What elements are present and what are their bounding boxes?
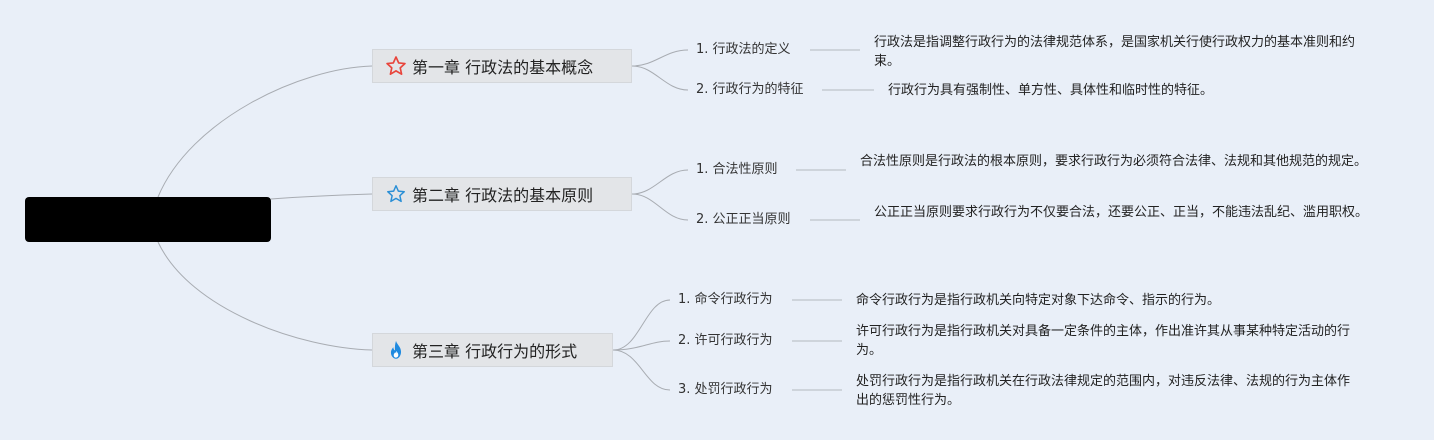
- chapter-title: 第二章 行政法的基本原则: [412, 186, 594, 205]
- description-3-1: 命令行政行为是指行政机关向特定对象下达命令、指示的行为。: [856, 293, 1221, 308]
- link-ch1-sub1: [631, 49, 689, 67]
- description-2-1: 合法性原则是行政法的根本原则，要求行政行为必须符合法律、法规和其他规范的规定。: [860, 154, 1368, 169]
- link-ch2-sub2: [631, 193, 689, 221]
- description-3-2: 许可行政行为是指行政机关对具备一定条件的主体，作出准许其从事某种特定活动的行为。: [856, 324, 1351, 358]
- description-1-1: 行政法是指调整行政行为的法律规范体系，是国家机关行使行政权力的基本准则和约束。: [874, 35, 1356, 69]
- link-root-ch2: [270, 193, 373, 200]
- flame-icon: [390, 340, 402, 359]
- star-outline-icon: [386, 56, 406, 75]
- root-node[interactable]: [25, 197, 271, 242]
- star-outline-icon: [387, 185, 405, 203]
- link-root-ch3: [157, 241, 373, 351]
- sub-topic-3-3[interactable]: 3. 处罚行政行为: [678, 382, 773, 397]
- link-ch3-sub3: [612, 349, 671, 391]
- sub-topic-1-1[interactable]: 1. 行政法的定义: [696, 42, 791, 57]
- description-1-2: 行政行为具有强制性、单方性、具体性和临时性的特征。: [888, 83, 1214, 98]
- chapter-node-3[interactable]: 第三章 行政行为的形式: [372, 333, 613, 367]
- sub-topic-1-2[interactable]: 2. 行政行为的特征: [696, 82, 804, 97]
- chapter-title: 第三章 行政行为的形式: [412, 342, 578, 361]
- description-3-3: 处罚行政行为是指行政机关在行政法律规定的范围内，对违反法律、法规的行为主体作出的…: [856, 374, 1351, 408]
- link-root-ch1: [157, 65, 373, 198]
- description-2-2: 公正正当原则要求行政行为不仅要合法，还要公正、正当，不能违法乱纪、滥用职权。: [874, 205, 1369, 220]
- chapter-title: 第一章 行政法的基本概念: [412, 58, 594, 77]
- link-ch1-sub2: [631, 65, 689, 91]
- chapter-node-2[interactable]: 第二章 行政法的基本原则: [372, 177, 632, 211]
- link-ch2-sub1: [631, 169, 689, 195]
- sub-topic-3-2[interactable]: 2. 许可行政行为: [678, 333, 773, 348]
- link-ch3-sub2: [612, 340, 671, 351]
- chapter-node-1[interactable]: 第一章 行政法的基本概念: [372, 49, 632, 83]
- sub-topic-2-2[interactable]: 2. 公正正当原则: [696, 212, 791, 227]
- sub-topic-3-1[interactable]: 1. 命令行政行为: [678, 292, 773, 307]
- sub-topic-2-1[interactable]: 1. 合法性原则: [696, 162, 778, 177]
- link-ch3-sub1: [612, 299, 671, 351]
